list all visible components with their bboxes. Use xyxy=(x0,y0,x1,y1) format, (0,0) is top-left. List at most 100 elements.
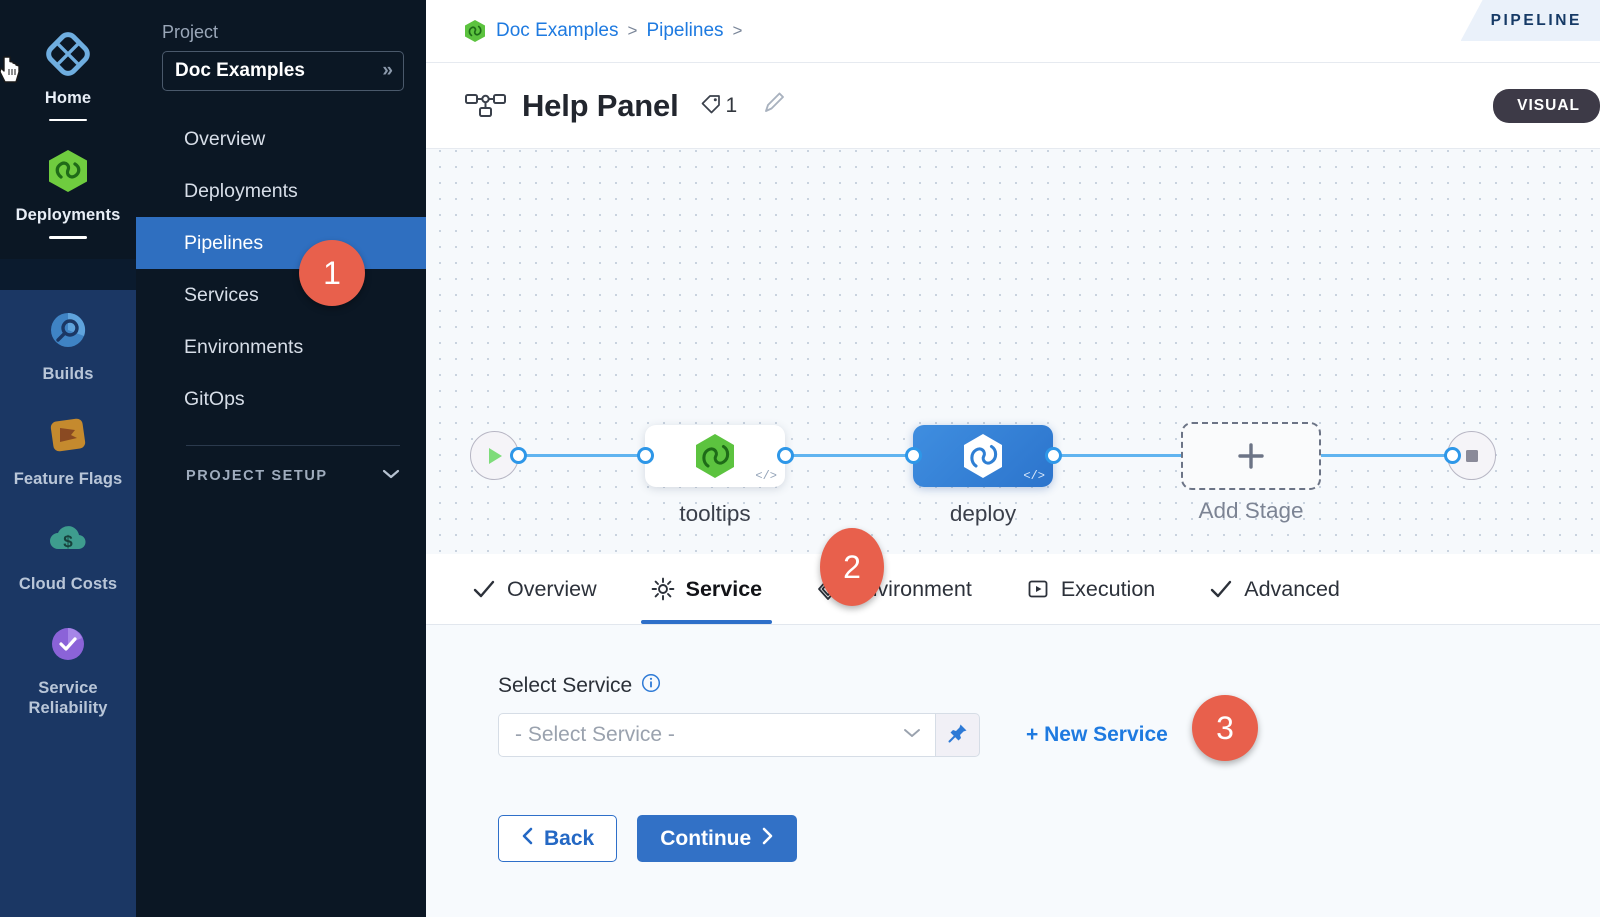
select-service-label: Select Service xyxy=(498,674,633,697)
sidebar-item-services[interactable]: Services xyxy=(136,269,426,321)
project-setup-section[interactable]: PROJECT SETUP xyxy=(136,468,426,484)
rail-item-label: Builds xyxy=(42,365,94,383)
rail-item-label: Feature Flags xyxy=(13,469,123,488)
harness-hexagon-icon xyxy=(464,19,486,43)
sidebar-item-pipelines[interactable]: Pipelines xyxy=(136,217,426,269)
sidebar-item-gitops[interactable]: GitOps xyxy=(136,373,426,425)
rail-item-service-reliability[interactable]: Service Reliability xyxy=(0,604,136,729)
new-service-link[interactable]: + New Service xyxy=(1026,723,1168,746)
step-badge-number: 3 xyxy=(1216,709,1234,746)
step-badge-2: 2 xyxy=(820,528,884,606)
stage-node-tooltips[interactable]: </> xyxy=(645,425,785,487)
play-icon xyxy=(488,447,502,464)
rail-item-home[interactable]: Home xyxy=(0,14,136,131)
rail-top-group: Home Deployments xyxy=(0,0,136,259)
select-service-label-row: Select Service xyxy=(498,673,1600,699)
connector-wire xyxy=(1321,454,1461,457)
node-port[interactable] xyxy=(510,447,527,464)
add-stage-node[interactable] xyxy=(1181,422,1321,490)
step-badge-number: 2 xyxy=(843,548,861,585)
project-name: Doc Examples xyxy=(175,60,305,81)
chevron-down-icon xyxy=(382,468,400,484)
sidebar-item-environments[interactable]: Environments xyxy=(136,321,426,373)
rail-item-label: Cloud Costs xyxy=(18,574,118,593)
rail-item-label: Service Reliability xyxy=(28,679,108,718)
play-box-icon xyxy=(1026,577,1050,601)
tag-count: 1 xyxy=(725,93,738,117)
stage-node-deploy[interactable]: </> xyxy=(913,425,1053,487)
sidebar-item-overview[interactable]: Overview xyxy=(136,113,426,165)
nav-label: Services xyxy=(184,283,259,306)
node-port[interactable] xyxy=(905,447,922,464)
project-selector[interactable]: Doc Examples » xyxy=(162,51,404,91)
add-stage-label: Add Stage xyxy=(1198,498,1304,523)
rail-item-feature-flags[interactable]: Feature Flags xyxy=(0,395,136,500)
pencil-edit-icon[interactable] xyxy=(761,90,787,121)
step-badge-number: 1 xyxy=(323,254,341,291)
breadcrumb-item-org[interactable]: Doc Examples xyxy=(496,20,619,41)
step-badge-1: 1 xyxy=(299,240,365,306)
harness-hexagon-green-icon xyxy=(696,434,734,478)
tag-badge[interactable]: 1 xyxy=(699,91,738,120)
rail-active-underline xyxy=(49,118,87,122)
view-toggle-label: VISUAL xyxy=(1517,96,1580,114)
sidebar-item-deployments[interactable]: Deployments xyxy=(136,165,426,217)
rail-active-underline xyxy=(49,236,87,239)
nav-label: Pipelines xyxy=(184,231,264,254)
breadcrumb-item-pipelines[interactable]: Pipelines xyxy=(646,20,724,41)
nav-label: Environments xyxy=(184,335,304,358)
service-select-input[interactable]: - Select Service - xyxy=(498,713,936,757)
tab-advanced[interactable]: Advanced xyxy=(1209,554,1340,624)
node-port[interactable] xyxy=(637,447,654,464)
project-section-label: Project xyxy=(162,22,219,42)
back-button-label: Back xyxy=(544,826,595,850)
pushpin-icon xyxy=(947,722,969,749)
check-icon xyxy=(472,577,496,601)
project-setup-label: PROJECT SETUP xyxy=(186,468,328,484)
rail-item-label: Deployments xyxy=(15,206,121,225)
module-rail: Home Deployments xyxy=(0,0,136,917)
stop-square-icon xyxy=(1465,449,1478,462)
tab-label: Service xyxy=(685,576,763,601)
tag-icon xyxy=(699,91,723,120)
pin-service-button[interactable] xyxy=(936,713,980,757)
rail-item-builds[interactable]: Builds xyxy=(0,290,136,395)
service-reliability-icon xyxy=(42,618,94,670)
connector-wire xyxy=(498,454,648,457)
back-button[interactable]: Back xyxy=(498,815,618,862)
svg-text:$: $ xyxy=(63,532,73,551)
chevron-right-icon xyxy=(761,827,774,851)
harness-hexagon-white-icon xyxy=(964,434,1002,478)
pipeline-canvas[interactable]: </> tooltips </> deploy xyxy=(426,149,1600,554)
rail-item-deployments[interactable]: Deployments xyxy=(0,131,136,248)
select-service-row: - Select Service - + New Service xyxy=(498,713,1600,757)
info-circle-icon[interactable] xyxy=(641,673,661,699)
tab-label: Overview xyxy=(507,576,597,601)
tab-label: Advanced xyxy=(1244,576,1340,601)
node-port[interactable] xyxy=(1045,447,1062,464)
step-badge-3: 3 xyxy=(1192,695,1258,761)
tab-execution[interactable]: Execution xyxy=(1026,554,1155,624)
rail-bottom-group: Builds Feature Flags $ xyxy=(0,290,136,917)
tab-service[interactable]: Service xyxy=(640,554,772,624)
stage-tabs: Overview Service xyxy=(426,554,1600,625)
tab-overview[interactable]: Overview xyxy=(472,554,597,624)
rail-item-label: Home xyxy=(44,89,92,107)
breadcrumb-separator: > xyxy=(732,21,743,40)
continue-button[interactable]: Continue xyxy=(637,815,798,862)
deployments-hex-icon xyxy=(42,145,94,197)
view-toggle-visual[interactable]: VISUAL xyxy=(1493,88,1600,123)
tab-pipeline[interactable]: PIPELINE xyxy=(1460,0,1600,41)
feature-flags-icon xyxy=(42,409,94,461)
main-content: Doc Examples > Pipelines > PIPELINE Hel xyxy=(426,0,1600,917)
nav-label: GitOps xyxy=(184,387,245,410)
node-port[interactable] xyxy=(777,447,794,464)
tab-label: Execution xyxy=(1060,576,1156,601)
node-port[interactable] xyxy=(1444,447,1461,464)
rail-item-cloud-costs[interactable]: $ Cloud Costs xyxy=(0,500,136,605)
chevron-double-right-icon: » xyxy=(382,60,392,81)
sidebar-divider xyxy=(186,445,400,446)
plus-icon xyxy=(1238,443,1264,469)
form-actions: Back Continue xyxy=(498,815,1600,862)
breadcrumb: Doc Examples > Pipelines > PIPELINE xyxy=(426,0,1600,63)
